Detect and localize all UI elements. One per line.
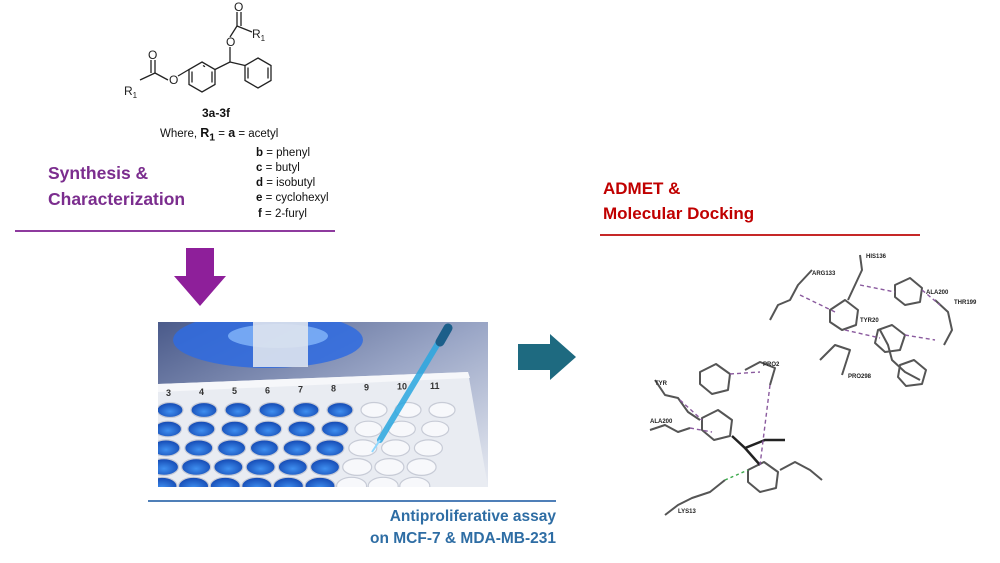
residue-label: THR199 bbox=[954, 300, 977, 306]
residue-label: PRO2 bbox=[763, 362, 780, 368]
well-filled bbox=[184, 439, 214, 457]
well-filled bbox=[158, 420, 183, 438]
well-filled bbox=[287, 420, 316, 438]
well-filled bbox=[254, 420, 283, 438]
well-empty bbox=[336, 476, 368, 487]
well-filled bbox=[304, 476, 336, 487]
residue-label: TYR bbox=[655, 381, 668, 387]
well-filled bbox=[277, 458, 308, 477]
residue-label: ARG133 bbox=[812, 271, 836, 277]
residue-label: LYS13 bbox=[678, 509, 696, 515]
well-filled bbox=[241, 476, 273, 487]
plate-column-number: 8 bbox=[331, 384, 336, 394]
atom-o-carbonyl-top: O bbox=[234, 0, 243, 14]
well-filled bbox=[326, 401, 354, 419]
admet-title: ADMET & Molecular Docking bbox=[603, 179, 755, 223]
plate-column-number: 9 bbox=[364, 383, 369, 393]
legend-row-d: d = isobutyl bbox=[256, 177, 316, 190]
residue-label: HIS136 bbox=[866, 254, 887, 260]
well-empty bbox=[360, 401, 388, 419]
well-filled bbox=[309, 458, 341, 477]
atom-o-carbonyl-left: O bbox=[148, 48, 157, 62]
atom-o-ether-top: O bbox=[226, 35, 235, 49]
plate-column-number: 7 bbox=[298, 384, 303, 394]
well-filled bbox=[220, 420, 249, 438]
well-filled bbox=[209, 476, 241, 487]
residue-label: PRO298 bbox=[848, 374, 872, 380]
well-empty bbox=[428, 401, 456, 419]
well-filled bbox=[190, 401, 218, 419]
well-filled bbox=[158, 458, 180, 476]
docking-image: HIS136ARG133ALA200THR199TYR20PRO298PRO2T… bbox=[649, 254, 977, 516]
well-filled bbox=[272, 476, 304, 487]
well-plate-image: 3 4 5 6 7 8 9 10 11 bbox=[158, 322, 488, 487]
residue-label: ALA200 bbox=[650, 419, 673, 425]
synthesis-title: Synthesis & Characterization bbox=[48, 163, 186, 209]
admet-underline bbox=[600, 234, 920, 236]
plate-column-numbers: 3 4 5 6 7 8 9 10 11 bbox=[166, 381, 440, 398]
compound-label: 3a-3f bbox=[201, 106, 230, 120]
well-empty bbox=[399, 476, 431, 487]
well-empty bbox=[374, 458, 405, 477]
well-filled bbox=[292, 401, 320, 419]
well-filled bbox=[178, 476, 210, 487]
legend-row-c: c = butyl bbox=[256, 161, 300, 174]
legend-row-e: e = cyclohexyl bbox=[256, 192, 329, 205]
residue-label: ALA200 bbox=[926, 290, 949, 296]
well-empty bbox=[413, 439, 443, 457]
legend-header: Where, R1 = a = acetyl bbox=[160, 126, 279, 144]
well-empty bbox=[421, 420, 450, 438]
well-filled bbox=[216, 439, 247, 457]
well-filled bbox=[245, 458, 276, 477]
atom-r1-top: R1 bbox=[252, 27, 266, 43]
well-filled bbox=[249, 439, 280, 457]
well-filled bbox=[320, 420, 350, 438]
plate-column-number: 4 bbox=[199, 387, 204, 397]
well-empty bbox=[406, 458, 437, 477]
well-filled bbox=[224, 401, 252, 419]
legend-row-b: b = phenyl bbox=[256, 146, 311, 159]
legend-row-f: f = 2-furyl bbox=[258, 207, 307, 220]
well-empty bbox=[367, 476, 399, 487]
well-empty bbox=[342, 458, 373, 477]
well-filled bbox=[315, 439, 345, 457]
well-empty bbox=[381, 439, 411, 457]
well-filled bbox=[158, 439, 181, 457]
well-filled bbox=[158, 401, 184, 419]
well-filled bbox=[181, 458, 212, 477]
substituent-legend: Where, R1 = a = acetyl b = phenyl c = bu… bbox=[160, 126, 329, 222]
well-filled bbox=[282, 439, 312, 457]
well-filled bbox=[213, 458, 244, 477]
well-filled bbox=[187, 420, 216, 438]
residue-label: TYR20 bbox=[860, 318, 879, 324]
well-filled bbox=[258, 401, 286, 419]
down-arrow-icon bbox=[174, 248, 226, 306]
plate-column-number: 10 bbox=[397, 382, 407, 392]
right-arrow-icon bbox=[518, 334, 576, 380]
assay-title: Antiproliferative assay on MCF-7 & MDA-M… bbox=[370, 508, 556, 547]
plate-column-number: 5 bbox=[232, 386, 237, 396]
plate-wells bbox=[158, 401, 456, 487]
atom-r1-left: R1 bbox=[124, 84, 138, 100]
plate-column-number: 3 bbox=[166, 388, 171, 398]
assay-underline bbox=[148, 500, 556, 502]
atom-o-ether-left: O bbox=[169, 73, 178, 87]
chemical-structure: O O R1 O O R1 bbox=[124, 0, 272, 100]
well-empty bbox=[348, 439, 378, 457]
well-empty bbox=[354, 420, 383, 438]
synthesis-underline bbox=[15, 230, 335, 232]
plate-column-number: 6 bbox=[265, 385, 270, 395]
well-filled bbox=[158, 476, 178, 487]
plate-column-number: 11 bbox=[430, 381, 440, 391]
